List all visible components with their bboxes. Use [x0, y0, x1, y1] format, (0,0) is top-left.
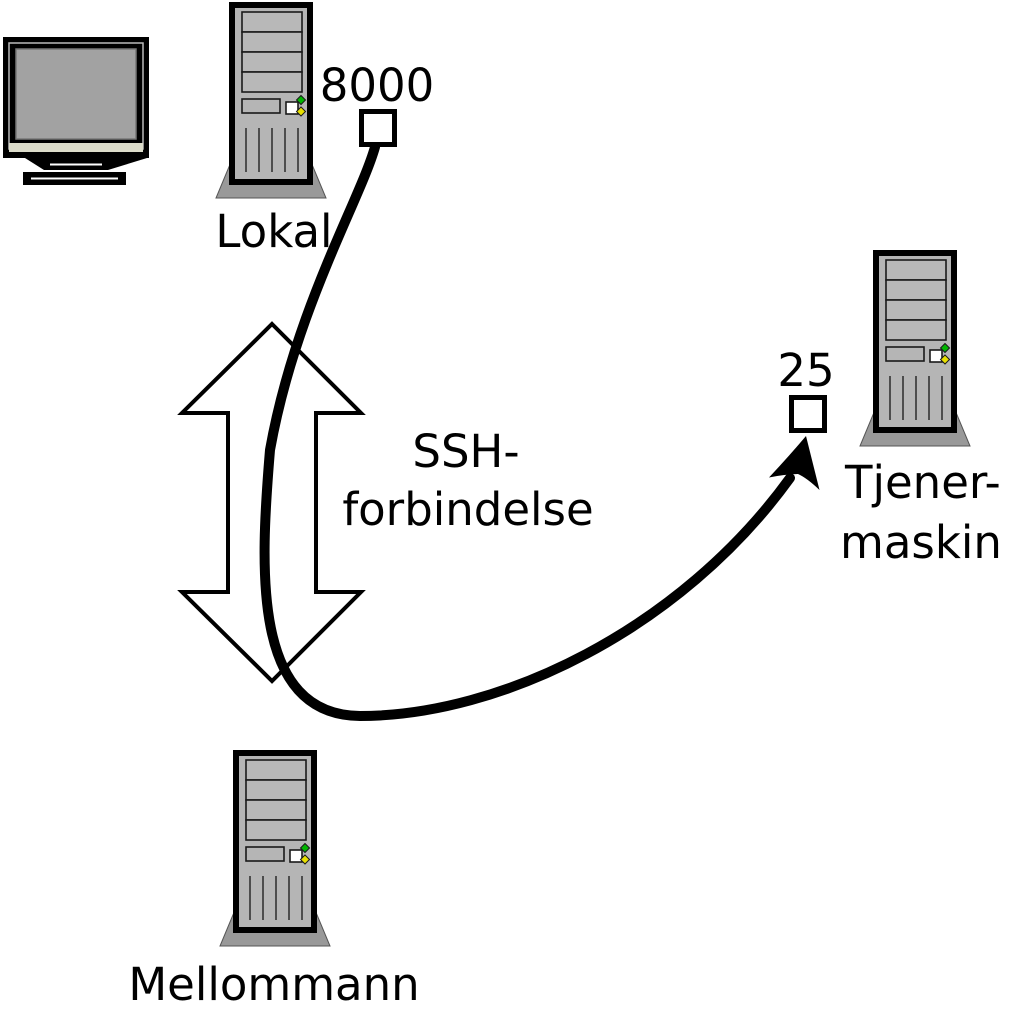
- port-8000-box: [359, 109, 397, 147]
- connection-arrowhead-icon: [769, 436, 820, 490]
- port-25-box: [789, 395, 827, 433]
- label-mellommann: Mellommann: [128, 958, 419, 1011]
- label-tjener-line2: maskin: [840, 516, 1002, 569]
- label-lokal: Lokal: [215, 205, 332, 258]
- ssh-tunnel-double-arrow: [177, 321, 366, 684]
- server-icon-tjener: [859, 249, 971, 447]
- forwarded-connection-path: [259, 142, 795, 722]
- label-port-8000: 8000: [320, 59, 435, 112]
- label-ssh-line2: forbindelse: [342, 483, 593, 536]
- label-ssh-line1: SSH-: [412, 425, 519, 478]
- server-icon-lokal: [215, 1, 327, 199]
- label-port-25: 25: [777, 344, 834, 397]
- server-icon-mellommann: [219, 749, 331, 947]
- monitor-icon: [3, 37, 149, 185]
- label-tjener-line1: Tjener-: [844, 456, 1001, 509]
